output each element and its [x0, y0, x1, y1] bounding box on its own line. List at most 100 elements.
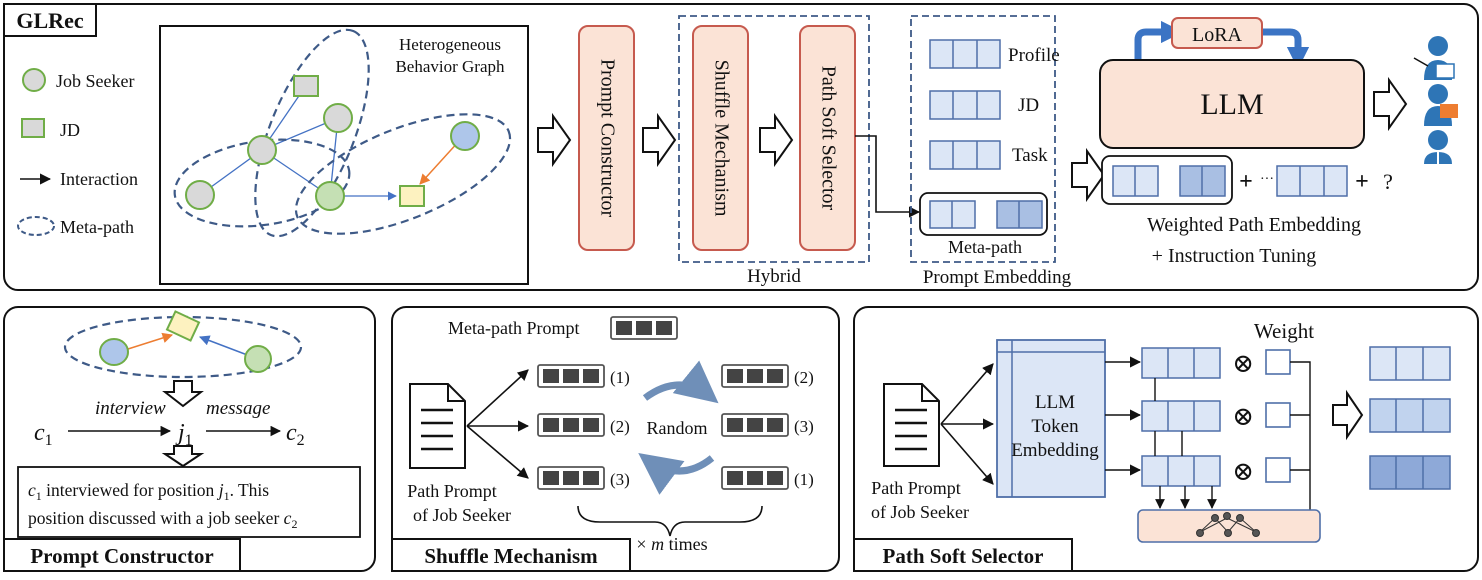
- flow-arrows-top: [537, 76, 1408, 203]
- meta-path-label: Meta-path: [948, 237, 1022, 257]
- shuffle-fan-arrows: [466, 369, 530, 479]
- shuffle-meta-path-prompt-icon: [610, 316, 678, 340]
- shuffle-path-prompt-line1: Path Prompt: [407, 481, 497, 501]
- prompt-embedding-task-label: Task: [1012, 145, 1048, 166]
- flow-arrow-icon: [642, 112, 677, 168]
- llm-label: LLM: [1200, 88, 1263, 121]
- graph-edge-orange: [419, 139, 461, 185]
- pss-title: Path Soft Selector: [883, 544, 1044, 568]
- pc-down-arrow-icon: [162, 380, 204, 408]
- pss-weight-boxes: [1265, 349, 1291, 483]
- flow-arrow-icon: [537, 112, 572, 168]
- legend: Job Seeker JD Interaction Meta-path: [17, 68, 138, 237]
- lora-in-arrow-icon: [1134, 20, 1184, 60]
- pss-token-line1: LLM: [1035, 392, 1075, 413]
- legend-job-seeker-label: Job Seeker: [56, 71, 134, 91]
- pss-title-box: [853, 538, 1073, 572]
- pss-otimes: ⊗: [1232, 349, 1254, 378]
- prompt-embedding-label: Prompt Embedding: [923, 267, 1072, 288]
- pss-path-prompt-line2: of Job Seeker: [871, 502, 969, 522]
- prompt-embedding-container: [910, 15, 1056, 263]
- pss-output-embeddings: [1369, 346, 1451, 490]
- pss-token-arrows: [1105, 356, 1142, 476]
- graph-metapaths: [173, 28, 512, 238]
- lora-out-arrow-icon: [1262, 28, 1310, 70]
- pss-output-arrow-icon: [1332, 389, 1364, 441]
- pc-message-label: message: [206, 398, 270, 419]
- pc-down-arrow-icon: [161, 445, 205, 468]
- shuffle-random-label: Random: [647, 418, 708, 438]
- pc-edge-orange: [127, 332, 174, 350]
- graph-node-seeker: [323, 103, 353, 133]
- shuffle-document-icon: [409, 383, 466, 469]
- lora-label: LoRA: [1192, 24, 1243, 46]
- shuffle-left-label: (3): [610, 470, 630, 489]
- pc-node-seeker-blue: [99, 338, 129, 366]
- svg-text:c1: c1: [34, 420, 53, 449]
- pss-document-icon: [883, 383, 940, 467]
- pc-title: Prompt Constructor: [30, 544, 213, 568]
- shuffle-title-box: [391, 538, 631, 572]
- path-soft-selector-label: Path Soft Selector: [817, 66, 839, 211]
- legend-jd-icon: [21, 118, 45, 138]
- pss-token-embedding-box: [996, 339, 1106, 498]
- graph-node-seeker: [185, 180, 215, 210]
- shuffle-right-label: (3): [794, 417, 814, 436]
- pss-otimes: ⊗: [1232, 457, 1254, 486]
- pss-token-line3: Embedding: [1011, 440, 1099, 461]
- recruiter-icon: [1413, 36, 1455, 80]
- pss-path-prompt-line1: Path Prompt: [871, 478, 961, 498]
- svg-text:c2: c2: [286, 420, 305, 449]
- shuffle-mechanism-box: [692, 25, 749, 251]
- pss-aggregator-box: [1137, 509, 1321, 543]
- legend-meta-path-label: Meta-path: [60, 217, 134, 237]
- question-mark: ?: [1383, 169, 1393, 194]
- path-soft-selector-box: [799, 25, 856, 251]
- pc-description-box: [17, 466, 361, 538]
- pc-edge-blue: [199, 335, 251, 357]
- legend-jd-label: JD: [60, 120, 80, 140]
- plus-sign-2: +: [1355, 169, 1369, 195]
- shuffle-left-prompts: [537, 364, 605, 490]
- pc-path-formula: c1 j1 c2: [34, 420, 305, 449]
- pss-weight-label: Weight: [1254, 319, 1314, 343]
- pss-token-line2: Token: [1031, 416, 1079, 437]
- ellipsis: ···: [1260, 172, 1274, 187]
- svg-text:j1: j1: [175, 420, 193, 449]
- pc-node-jd: [165, 310, 201, 342]
- pc-node-seeker-green: [244, 345, 272, 373]
- prompt-embedding-jd-label: JD: [1018, 95, 1039, 116]
- weighted-path-label-line1: Weighted Path Embedding: [1147, 214, 1361, 236]
- pss-fan-arrows: [940, 363, 995, 485]
- meta-path-embedding-cells: [929, 200, 1043, 229]
- graph-node-jd: [293, 75, 319, 97]
- matching-icon: [1424, 84, 1458, 126]
- prompt-constructor-box: [578, 25, 635, 251]
- shuffle-left-label: (2): [610, 417, 630, 436]
- graph-node-jd-yellow: [399, 185, 425, 207]
- shuffle-path-prompt-line2: of Job Seeker: [413, 505, 511, 525]
- shuffle-title: Shuffle Mechanism: [424, 544, 598, 568]
- graph-node-seeker: [247, 135, 277, 165]
- shuffle-meta-path-prompt-label: Meta-path Prompt: [448, 318, 579, 338]
- shuffle-left-label: (1): [610, 368, 630, 387]
- top-title-box: [3, 3, 97, 37]
- graph-nodes: [185, 75, 480, 211]
- hybrid-label: Hybrid: [747, 266, 801, 287]
- legend-job-seeker-icon: [22, 68, 46, 92]
- shuffle-right-label: (2): [794, 368, 814, 387]
- top-title: GLRec: [16, 8, 83, 33]
- shuffle-mechanism-label: Shuffle Mechanism: [710, 60, 732, 217]
- graph-node-seeker-blue: [450, 121, 480, 151]
- flow-arrow-icon: [759, 112, 794, 168]
- shuffle-right-label: (1): [794, 470, 814, 489]
- legend-meta-path-icon: [17, 216, 55, 236]
- llm-box: [1099, 59, 1365, 149]
- shuffle-brace: [577, 505, 763, 537]
- shuffle-random-arrows-icon: [638, 360, 719, 495]
- pc-description-line2: position discussed with a job seeker c2: [28, 508, 297, 531]
- prompt-embedding-cells: [929, 39, 1001, 170]
- pc-title-box: [3, 538, 241, 572]
